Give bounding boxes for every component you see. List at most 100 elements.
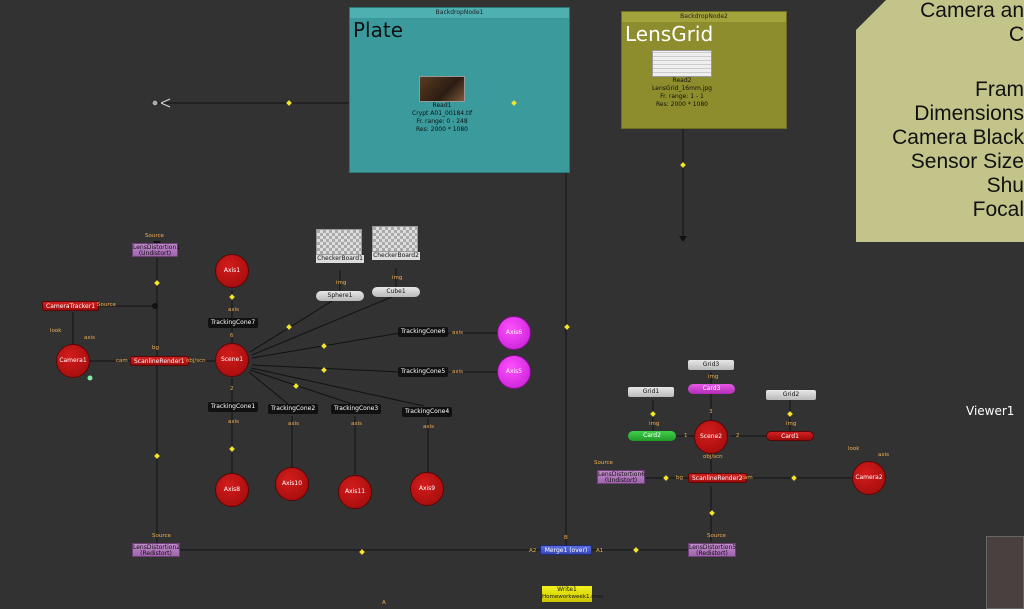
card2-node[interactable]: Card2: [628, 431, 676, 441]
lensdistortion2-node[interactable]: LensDistortion2 (Redistort): [132, 543, 181, 557]
trackingcone5-node[interactable]: TrackingCone5: [398, 367, 449, 377]
pipe-label: 6: [230, 333, 234, 339]
read1-name: Read1: [432, 102, 452, 109]
note-line: Focal: [972, 198, 1024, 221]
pipe-label: axis: [228, 419, 240, 425]
pipe-label: A2: [529, 548, 537, 554]
pipe-label: Source: [145, 233, 164, 239]
cube1-node[interactable]: Cube1: [372, 287, 420, 297]
read2-file: LensGrid_16mm.jpg: [652, 85, 712, 92]
pipe-label: 3: [709, 409, 713, 415]
scene2-node[interactable]: Scene2: [694, 420, 728, 454]
trackingcone2-node[interactable]: TrackingCone2: [268, 404, 319, 414]
pipe-label: axis: [351, 421, 363, 427]
trackingcone1-node[interactable]: TrackingCone1: [208, 402, 259, 412]
checkerboard2-thumbnail: [372, 226, 418, 252]
lensdistortion6-node[interactable]: LensDistortion6 (Undistort): [597, 470, 646, 484]
grid2-node[interactable]: Grid2: [766, 390, 816, 400]
axis8-node[interactable]: Axis8: [215, 473, 249, 507]
axis5-node[interactable]: Axis5: [497, 355, 531, 389]
read2-range: Fr. range: 1 - 1: [660, 93, 704, 100]
pipe-label: bg: [152, 345, 159, 351]
pipe-label: img: [392, 275, 403, 281]
checkerboard1-thumbnail: [316, 229, 362, 255]
note-line: Camera an: [920, 0, 1024, 22]
sticky-note[interactable]: Camera an C Fram Dimensions Camera Black…: [856, 0, 1024, 242]
pipe-label: axis: [228, 307, 240, 313]
camera2-node[interactable]: Camera2: [852, 461, 886, 495]
pipe-label: axis: [288, 421, 300, 427]
pipe-label: look: [50, 328, 62, 334]
pipe-label: axis: [452, 330, 464, 336]
pipe-label: bg: [676, 475, 683, 481]
read1-thumbnail: [419, 76, 465, 102]
card3-node[interactable]: Card3: [688, 384, 735, 394]
pipe-label: axis: [452, 369, 464, 375]
pipe-label: Source: [707, 533, 726, 539]
note-line: Camera Black: [892, 126, 1024, 149]
scanlinerender2-node[interactable]: ScanlineRender2: [688, 473, 747, 483]
trackingcone3-node[interactable]: TrackingCone3: [331, 404, 382, 414]
pipe-label: 2: [230, 386, 234, 392]
axis1-node[interactable]: Axis1: [215, 254, 249, 288]
pipe-label: axis: [84, 335, 96, 341]
write1-node[interactable]: Write1 Homeworkweek1.mov: [542, 586, 604, 602]
pipe-label: Source: [97, 302, 116, 308]
trackingcone7-node[interactable]: TrackingCone7: [208, 318, 259, 328]
pipe-label: 1: [684, 433, 688, 439]
axis9-node[interactable]: Axis9: [410, 472, 444, 506]
backdrop-title: BackdropNode1: [350, 8, 569, 18]
cameratracker1-node[interactable]: CameraTracker1: [42, 301, 100, 311]
scene1-node[interactable]: Scene1: [215, 343, 249, 377]
note-line: Shu: [986, 174, 1024, 197]
lensdistortion1-node[interactable]: LensDistortion1 (Undistort): [132, 243, 181, 257]
pipe-label: img: [649, 421, 660, 427]
card1-node[interactable]: Card1: [766, 431, 814, 441]
pipe-label: look: [848, 446, 860, 452]
pipe-label: obj/scn: [703, 454, 723, 460]
read2-name: Read2: [672, 77, 692, 84]
pipe-label: img: [708, 374, 719, 380]
sphere1-node[interactable]: Sphere1: [316, 291, 364, 301]
read2-res: Res: 2000 * 1080: [656, 101, 708, 108]
camera1-node[interactable]: Camera1: [56, 344, 90, 378]
minimap-panel[interactable]: [986, 536, 1024, 609]
pipe-label: img: [336, 280, 347, 286]
pipe-label: A1: [596, 548, 604, 554]
axis6-node[interactable]: Axis6: [497, 316, 531, 350]
grid3-node[interactable]: Grid3: [688, 360, 734, 370]
read1-res: Res: 2000 * 1080: [416, 126, 468, 133]
lensdistortion5-node[interactable]: LensDistortion5 (Redistort): [688, 543, 737, 557]
axis11-node[interactable]: Axis11: [338, 475, 372, 509]
note-line: Dimensions: [914, 102, 1024, 125]
grid1-node[interactable]: Grid1: [628, 387, 674, 397]
read2-thumbnail: [652, 50, 712, 77]
pipe-label: axis: [878, 452, 890, 458]
checkerboard1-node[interactable]: CheckerBoard1: [316, 229, 364, 263]
scanlinerender1-node[interactable]: ScanlineRender1: [130, 356, 189, 366]
pipe-label: cam: [741, 475, 753, 481]
merge1-node[interactable]: Merge1 (over): [540, 545, 592, 555]
read2-node[interactable]: Read2 LensGrid_16mm.jpg Fr. range: 1 - 1…: [652, 50, 712, 109]
backdrop-title: BackdropNode2: [622, 12, 786, 22]
read1-range: Fr. range: 0 - 248: [416, 118, 468, 125]
backdrop-label: LensGrid: [625, 22, 714, 46]
checkerboard2-node[interactable]: CheckerBoard2: [372, 226, 420, 260]
pipe-label: A: [382, 600, 386, 606]
note-line: Fram: [975, 78, 1024, 101]
pipe-label: obj/scn: [186, 358, 206, 364]
read1-node[interactable]: Read1 Crypt A01_00184.tif Fr. range: 0 -…: [412, 76, 472, 134]
pipe-label: axis: [423, 424, 435, 430]
pipe-label: Source: [594, 460, 613, 466]
axis10-node[interactable]: Axis10: [275, 467, 309, 501]
pipe-label: 2: [736, 433, 740, 439]
pipe-label: Source: [152, 533, 171, 539]
pipe-label: img: [786, 421, 797, 427]
note-line: C: [1008, 23, 1024, 46]
pipe-label: cam: [116, 358, 128, 364]
pipe-label: B: [564, 535, 568, 541]
trackingcone4-node[interactable]: TrackingCone4: [402, 407, 453, 417]
backdrop-label: Plate: [353, 18, 404, 42]
trackingcone6-node[interactable]: TrackingCone6: [398, 327, 449, 337]
viewer1-node[interactable]: Viewer1: [966, 404, 1015, 418]
